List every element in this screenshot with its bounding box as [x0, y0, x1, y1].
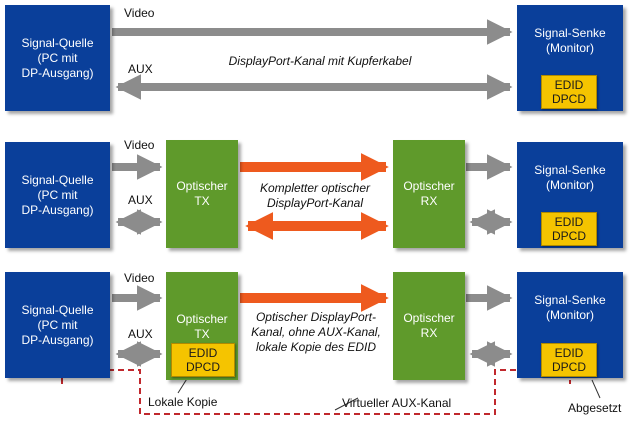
- row2-edid-dpcd: EDID DPCD: [541, 212, 597, 246]
- row2-source-line1: Signal-Quelle: [21, 172, 94, 187]
- row1-channel-text: DisplayPort-Kanal mit Kupferkabel: [228, 54, 412, 68]
- row3-source-line3: DP-Ausgang): [21, 332, 94, 347]
- row2-optical-tx: Optischer TX: [166, 140, 238, 248]
- row2-source-line2: (PC mit: [37, 187, 78, 202]
- virtual-aux-path: [61, 369, 571, 415]
- detached-label: Abgesetzt: [568, 401, 622, 415]
- row1-source-line1: Signal-Quelle: [21, 35, 94, 50]
- row2-sink-line1: Signal-Senke: [534, 163, 606, 177]
- local-copy-label: Lokale Kopie: [148, 395, 218, 409]
- row3-tx-edid-dpcd: EDID DPCD: [171, 343, 235, 377]
- row1-sink-line1: Signal-Senke: [534, 26, 606, 40]
- row2-channel-line1: Kompletter optischer: [259, 181, 371, 195]
- row3-source-line2: (PC mit: [37, 317, 78, 332]
- row2-tx-line2: TX: [194, 194, 210, 208]
- row3-tx-edid-line1: EDID: [188, 346, 218, 360]
- virtual-aux-label: Virtueller AUX-Kanal: [342, 396, 452, 410]
- row2-aux-label: AUX: [128, 193, 153, 207]
- row2-channel-line2: DisplayPort-Kanal: [266, 196, 364, 210]
- row2-edid-line1: EDID: [554, 215, 584, 229]
- row1-edid-line2: DPCD: [551, 92, 586, 106]
- row2-optical-rx: Optischer RX: [393, 140, 465, 248]
- row2-sink-line2: (Monitor): [545, 178, 594, 192]
- row3-rx-line1: Optischer: [403, 311, 455, 325]
- row3-channel-line1: Optischer DisplayPort-: [255, 310, 377, 324]
- row3-signal-source: Signal-Quelle (PC mit DP-Ausgang): [5, 272, 110, 378]
- row3-tx-line1: Optischer: [176, 312, 228, 326]
- row2-signal-source: Signal-Quelle (PC mit DP-Ausgang): [5, 142, 110, 248]
- row2-source-line3: DP-Ausgang): [21, 202, 94, 217]
- row3-edid-line2: DPCD: [551, 360, 586, 374]
- row2-rx-line1: Optischer: [403, 179, 455, 193]
- row2-video-label: Video: [124, 138, 155, 152]
- row3-edid-dpcd: EDID DPCD: [541, 343, 597, 377]
- row3-sink-line2: (Monitor): [545, 308, 594, 322]
- virtual-aux-callout: [334, 397, 359, 411]
- row2-rx-line2: RX: [420, 194, 438, 208]
- row2-edid-line2: DPCD: [551, 229, 586, 243]
- row3-channel-line3: lokale Kopie des EDID: [255, 340, 377, 354]
- row3-channel-text: Optischer DisplayPort- Kanal, ohne AUX-K…: [242, 310, 390, 355]
- row1-sink-line2: (Monitor): [545, 41, 594, 55]
- row3-tx-edid-line2: DPCD: [185, 360, 220, 374]
- row3-edid-line1: EDID: [554, 346, 584, 360]
- row1-source-line2: (PC mit: [37, 50, 78, 65]
- row2-tx-line1: Optischer: [176, 179, 228, 193]
- row1-video-label: Video: [124, 6, 155, 20]
- row1-source-line3: DP-Ausgang): [21, 65, 94, 80]
- row3-channel-line2: Kanal, ohne AUX-Kanal,: [251, 325, 381, 339]
- row3-optical-rx: Optischer RX: [393, 272, 465, 380]
- row3-sink-line1: Signal-Senke: [534, 293, 606, 307]
- row1-edid-line1: EDID: [554, 78, 584, 92]
- row3-source-line1: Signal-Quelle: [21, 302, 94, 317]
- row3-rx-line2: RX: [420, 326, 438, 340]
- row1-edid-dpcd: EDID DPCD: [541, 75, 597, 109]
- row2-channel-text: Kompletter optischer DisplayPort-Kanal: [245, 181, 385, 211]
- row3-tx-line2: TX: [194, 327, 210, 341]
- detached-callout: [591, 379, 601, 399]
- row3-video-label: Video: [124, 271, 155, 285]
- row1-aux-label: AUX: [128, 62, 153, 76]
- row3-aux-label: AUX: [128, 327, 153, 341]
- row1-signal-source: Signal-Quelle (PC mit DP-Ausgang): [5, 5, 110, 111]
